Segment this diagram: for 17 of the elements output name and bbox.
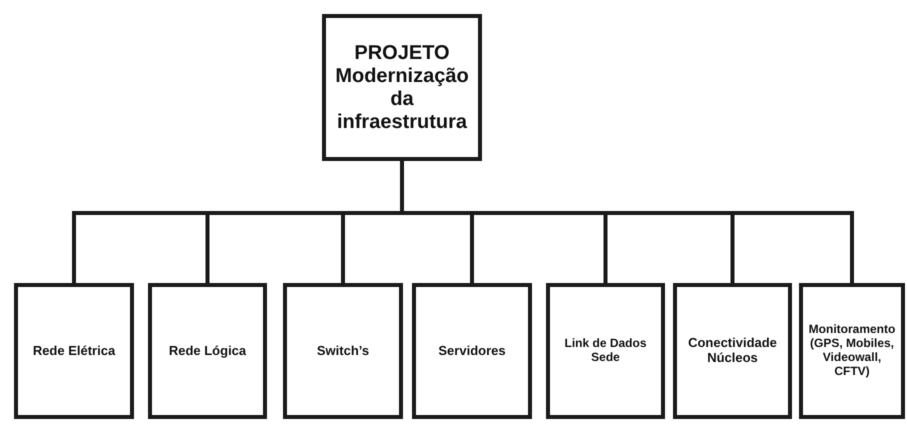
branch-box: [673, 283, 792, 419]
root-box: [322, 14, 482, 161]
box-label: Switch’s: [316, 344, 370, 358]
box-label: Conectividade Núcleos: [687, 336, 778, 366]
branch-box: [283, 283, 403, 419]
box-heading: PROJETO: [354, 42, 450, 64]
box-label: Servidores: [438, 344, 506, 358]
box-label: Rede Lógica: [168, 344, 246, 358]
box-label: Modernização da infraestrutura: [334, 64, 470, 134]
branch-box: [148, 283, 267, 419]
branch-box: [799, 283, 905, 419]
box-label: Monitoramento (GPS, Mobiles, Videowall, CFTV): [808, 323, 896, 379]
box-label: Link de Dados Sede: [563, 337, 648, 365]
branch-box: [546, 283, 665, 419]
branch-box: [14, 283, 134, 419]
branch-box: [412, 283, 532, 419]
box-label: Rede Elétrica: [32, 344, 116, 358]
